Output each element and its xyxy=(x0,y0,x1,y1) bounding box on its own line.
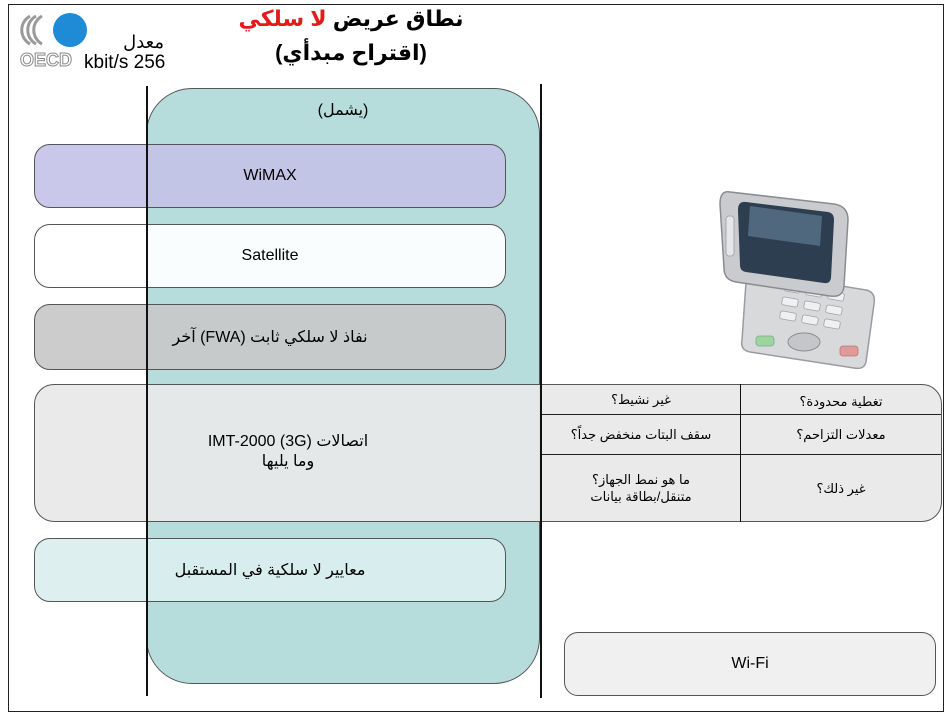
slide-frame xyxy=(8,4,944,712)
rate-value: kbit/s 256 xyxy=(84,52,166,73)
wifi-row: Wi-Fi xyxy=(564,632,936,696)
title-line-2: (اقتراح مبدأي) xyxy=(275,40,427,65)
imt2000-line-1: اتصالات IMT-2000 (3G) xyxy=(207,433,369,450)
future-standards-row: معايير لا سلكية في المستقبل xyxy=(34,538,506,602)
issue-congestion: معدلات التزاحم؟ xyxy=(796,427,886,442)
left-boundary-line xyxy=(146,86,148,696)
includes-label: (يشمل) xyxy=(317,102,369,119)
device-type-line-1: ما هو نمط الجهاز؟ xyxy=(592,472,690,487)
grid-divider-vertical xyxy=(740,384,741,522)
issue-low-data-cap: سقف البتات منخفض جداً؟ xyxy=(570,427,712,442)
future-standards-label: معايير لا سلكية في المستقبل xyxy=(174,562,366,579)
title-highlight: لا سلكي xyxy=(238,6,327,31)
wimax-row: WiMAX xyxy=(34,144,506,208)
imt2000-line-2: وما يليها xyxy=(261,453,315,470)
oecd-logo: OECD xyxy=(20,13,87,70)
title-prefix: نطاق عريض xyxy=(332,6,464,31)
fwa-row: نفاذ لا سلكي ثابت (FWA) آخر xyxy=(34,304,506,370)
mobile-phone-image xyxy=(719,191,876,370)
wifi-label: Wi-Fi xyxy=(731,655,769,672)
title-line-1: نطاق عريض لا سلكي xyxy=(218,6,484,32)
fwa-label: نفاذ لا سلكي ثابت (FWA) آخر xyxy=(172,329,368,346)
satellite-label: Satellite xyxy=(241,247,299,264)
issue-inactive: غير نشيط؟ xyxy=(611,391,671,407)
grid-divider-1 xyxy=(542,414,941,415)
right-boundary-line xyxy=(540,84,542,698)
device-type-line-2: متنقل/بطاقة بيانات xyxy=(590,489,692,504)
imt2000-row xyxy=(34,384,942,522)
issue-other: غير ذلك؟ xyxy=(816,480,866,496)
imt2000-label: اتصالات IMT-2000 (3G) وما يليها xyxy=(34,432,542,472)
issue-device-type: ما هو نمط الجهاز؟ متنقل/بطاقة بيانات xyxy=(542,455,740,521)
grid-divider-2 xyxy=(542,454,941,455)
wimax-label: WiMAX xyxy=(243,167,297,184)
svg-text:OECD: OECD xyxy=(20,50,72,70)
rate-label: معدل xyxy=(123,32,164,52)
issue-limited-coverage: تغطية محدودة؟ xyxy=(799,393,883,409)
satellite-row: Satellite xyxy=(34,224,506,288)
